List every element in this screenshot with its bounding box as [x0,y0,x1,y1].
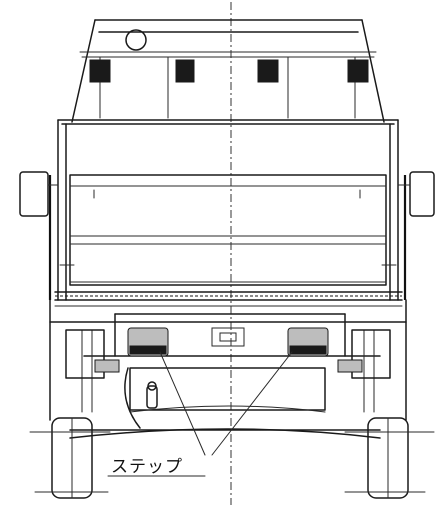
right-tail-lamp [287,327,329,357]
roof-lamp [125,29,147,51]
axle-housing [69,367,381,439]
deck-dashed-rail [54,291,403,307]
roof-dark-blocks [89,59,369,83]
cab-roof [57,19,399,125]
right-mirror [397,171,435,217]
left-curved-member [124,367,141,429]
body-sides [48,119,407,301]
tow-hook [146,381,158,409]
step-label: ステップ [111,457,183,477]
left-tail-lamp [127,327,169,357]
left-mirror [19,171,59,217]
reference-lines [29,431,435,493]
side-blocks [94,359,363,373]
step-leader-lines [107,351,293,477]
right-wheel [367,417,409,499]
tailgate [59,174,397,286]
left-wheel [51,417,93,499]
